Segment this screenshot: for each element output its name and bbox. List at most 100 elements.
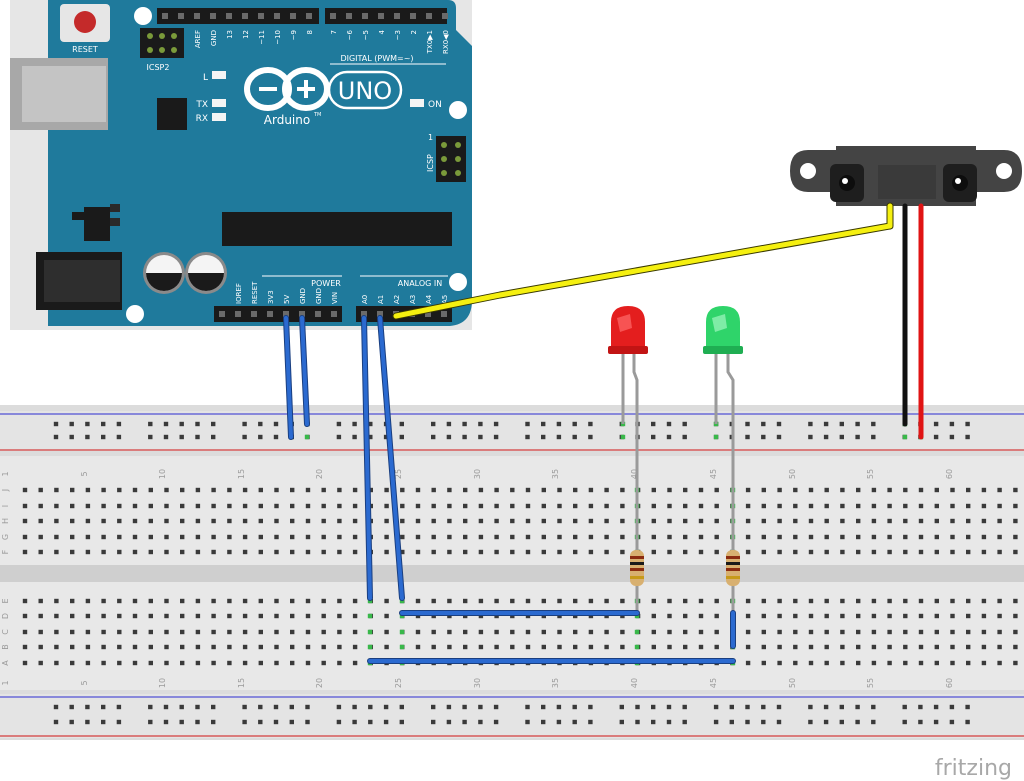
- breadboard-hole: [620, 503, 625, 509]
- breadboard-hole: [227, 660, 232, 666]
- breadboard-hole: [557, 518, 562, 524]
- breadboard-hole: [211, 549, 216, 555]
- breadboard-hole: [211, 487, 216, 493]
- pin-label: 3V3: [267, 290, 275, 304]
- breadboard-hole: [463, 549, 468, 555]
- breadboard-hole: [22, 629, 28, 635]
- breadboard-hole: [431, 534, 436, 540]
- breadboard-hole: [70, 598, 75, 604]
- power-header: [214, 306, 342, 322]
- rail-hole: [823, 434, 829, 440]
- breadboard-hole: [887, 598, 892, 604]
- rail-hole: [179, 421, 184, 427]
- rail-hole: [163, 704, 169, 710]
- reset-button-cap[interactable]: [74, 11, 96, 33]
- breadboard-hole: [714, 613, 719, 619]
- col-num: 20: [315, 469, 324, 479]
- breadboard-hole: [887, 518, 892, 524]
- breadboard-hole: [918, 660, 924, 666]
- rail-hole: [116, 704, 122, 710]
- breadboard-hole: [384, 598, 389, 604]
- breadboard-hole: [85, 503, 91, 509]
- breadboard-hole: [525, 534, 531, 540]
- breadboard-hole: [950, 534, 955, 540]
- col-num: 50: [788, 678, 797, 688]
- breadboard-hole: [604, 644, 609, 650]
- wire-yellow-signal[interactable]: [393, 203, 893, 319]
- breadboard-hole: [447, 629, 452, 635]
- rail-hole: [682, 434, 687, 440]
- breadboard-hole: [918, 613, 924, 619]
- logo-minus: [259, 87, 277, 91]
- pin-label: 2: [410, 30, 418, 34]
- breadboard-hole: [180, 644, 185, 650]
- top-power-rail: [0, 411, 1024, 451]
- breadboard-hole: [525, 629, 531, 635]
- breadboard-hole: [337, 534, 342, 540]
- breadboard-hole: [148, 629, 153, 635]
- breadboard-hole: [117, 534, 122, 540]
- breadboard-hole: [290, 598, 295, 604]
- breadboard-hole: [242, 629, 248, 635]
- rail-hole: [85, 421, 90, 427]
- led-rim: [608, 346, 648, 354]
- breadboard-hole: [70, 644, 75, 650]
- breadboard-hole: [242, 534, 248, 540]
- row-letter: J: [1, 489, 10, 492]
- rail-hole: [713, 719, 719, 725]
- breadboard-hole: [667, 644, 672, 650]
- col-num: 55: [866, 678, 875, 688]
- breadboard-hole: [258, 598, 263, 604]
- breadboard-hole: [871, 613, 877, 619]
- breadboard-hole: [808, 518, 814, 524]
- row-letter: G: [1, 534, 10, 540]
- breadboard-hole: [463, 534, 468, 540]
- rail-hole: [933, 434, 939, 440]
- rail-hole: [258, 704, 263, 710]
- breadboard-hole: [38, 503, 43, 509]
- rail-hole: [572, 421, 577, 427]
- rail-hole: [949, 434, 955, 440]
- rail-hole: [871, 434, 876, 440]
- rail-hole: [855, 719, 860, 725]
- breadboard-hole: [698, 598, 704, 604]
- rail-hole: [729, 719, 734, 725]
- breadboard-hole: [384, 534, 389, 540]
- breadboard-hole: [274, 660, 279, 666]
- breadboard-hole: [525, 503, 531, 509]
- breadboard-hole: [525, 598, 531, 604]
- wire-blue-a0[interactable]: [362, 316, 372, 600]
- col-num: 45: [709, 678, 718, 688]
- aref-label: AREF: [194, 30, 202, 48]
- breadboard-hole: [761, 518, 766, 524]
- breadboard-hole: [463, 518, 468, 524]
- breadboard-hole: [321, 644, 326, 650]
- breadboard-hole: [117, 503, 122, 509]
- breadboard-hole: [242, 598, 248, 604]
- rail-hole: [651, 421, 656, 427]
- col-num: 25: [394, 469, 403, 479]
- breadboard-hole: [525, 644, 531, 650]
- resistor-band: [630, 562, 644, 565]
- breadboard-hole: [101, 549, 106, 555]
- breadboard-hole: [651, 629, 656, 635]
- breadboard-hole: [478, 487, 484, 493]
- pin: [455, 142, 461, 148]
- breadboard-hole: [997, 613, 1002, 619]
- icsp-label: ICSP: [426, 154, 435, 172]
- breadboard-hole: [195, 629, 201, 635]
- breadboard-hole: [604, 487, 609, 493]
- pin-label: ~11: [258, 30, 266, 45]
- breadboard-hole: [651, 487, 656, 493]
- breadboard-hole: [494, 629, 499, 635]
- wire-blue-gnd[interactable]: [300, 316, 309, 426]
- wire-blue-5v[interactable]: [284, 316, 293, 439]
- breadboard-hole: [871, 534, 877, 540]
- breadboard-hole: [38, 598, 43, 604]
- breadboard-hole: [148, 549, 153, 555]
- breadboard-hole: [148, 534, 153, 540]
- breadboard-hole: [651, 613, 656, 619]
- rail-hole: [383, 719, 389, 725]
- breadboard-hole: [667, 503, 672, 509]
- wire-blue-a1[interactable]: [378, 316, 404, 600]
